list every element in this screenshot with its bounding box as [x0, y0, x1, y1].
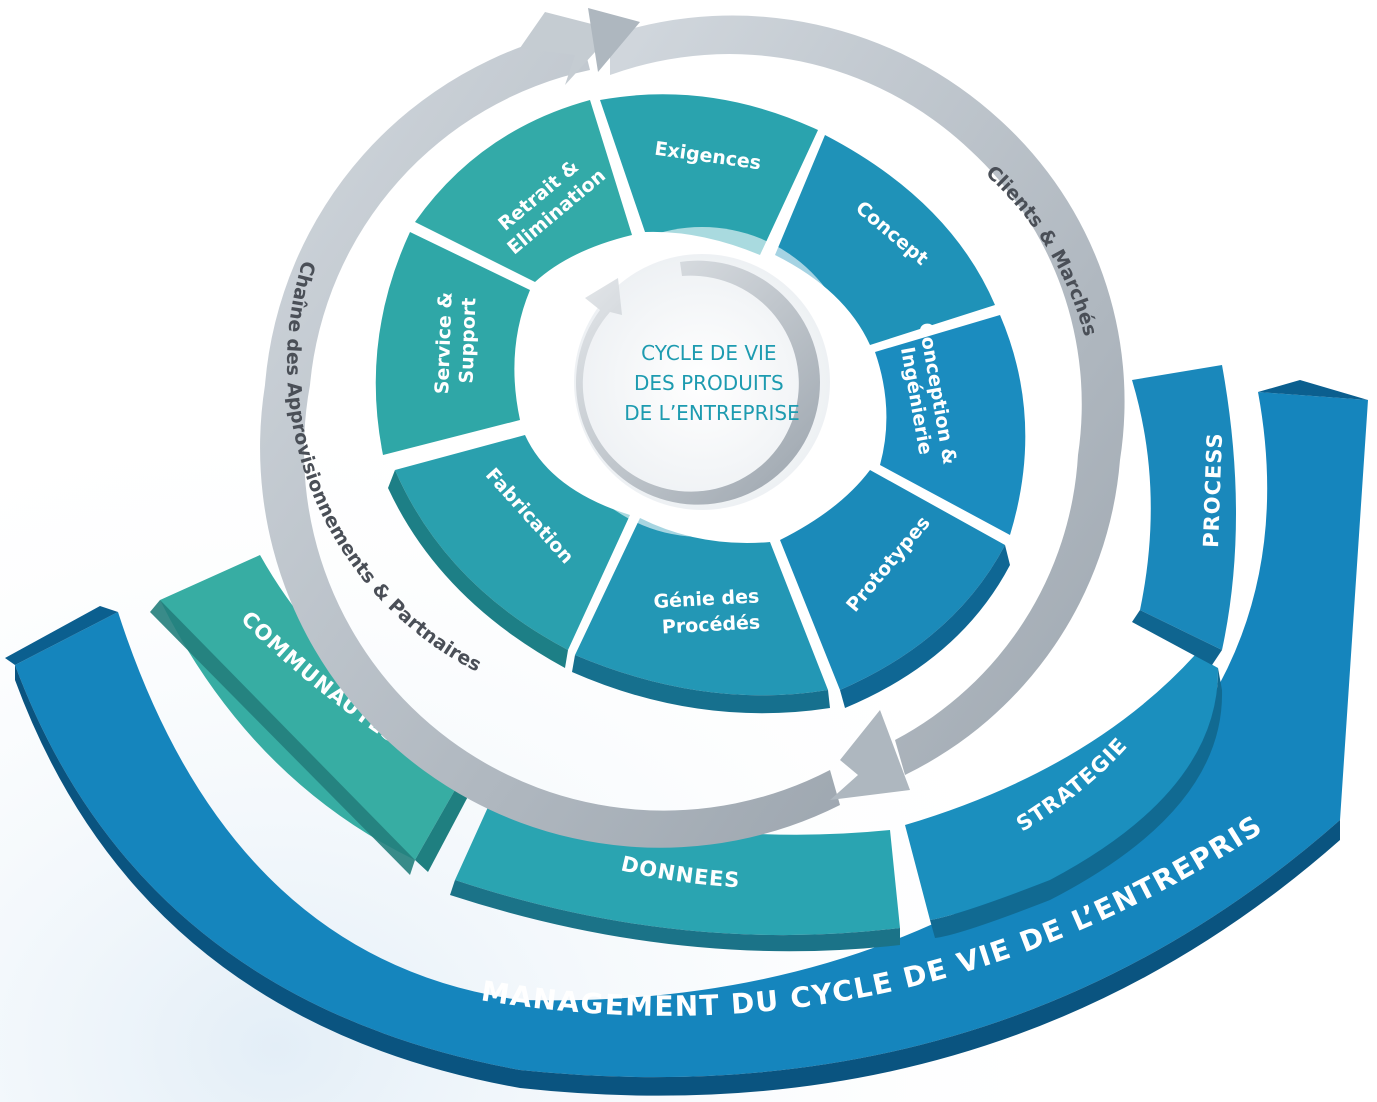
segment-conception	[875, 315, 1026, 535]
segment-fabrication	[395, 435, 630, 650]
segment-exigences	[600, 94, 818, 256]
center-hub	[547, 227, 857, 537]
label-genie: Génie des Procédés	[653, 585, 768, 639]
process-label: PROCESS	[1199, 432, 1227, 548]
segment-retrait	[415, 100, 632, 282]
segment-concept	[775, 135, 995, 345]
block-process	[1132, 365, 1236, 665]
segment-prototypes	[780, 470, 1005, 690]
supply-client-ring	[260, 8, 1125, 848]
block-strategie	[905, 655, 1223, 938]
segment-genie	[575, 518, 828, 696]
lifecycle-wheel	[375, 94, 1026, 714]
center-title: CYCLE DE VIE DES PRODUITS DE L’ENTREPRIS…	[624, 341, 799, 425]
label-service: Service & Support	[431, 285, 481, 395]
segment-service	[375, 232, 530, 455]
